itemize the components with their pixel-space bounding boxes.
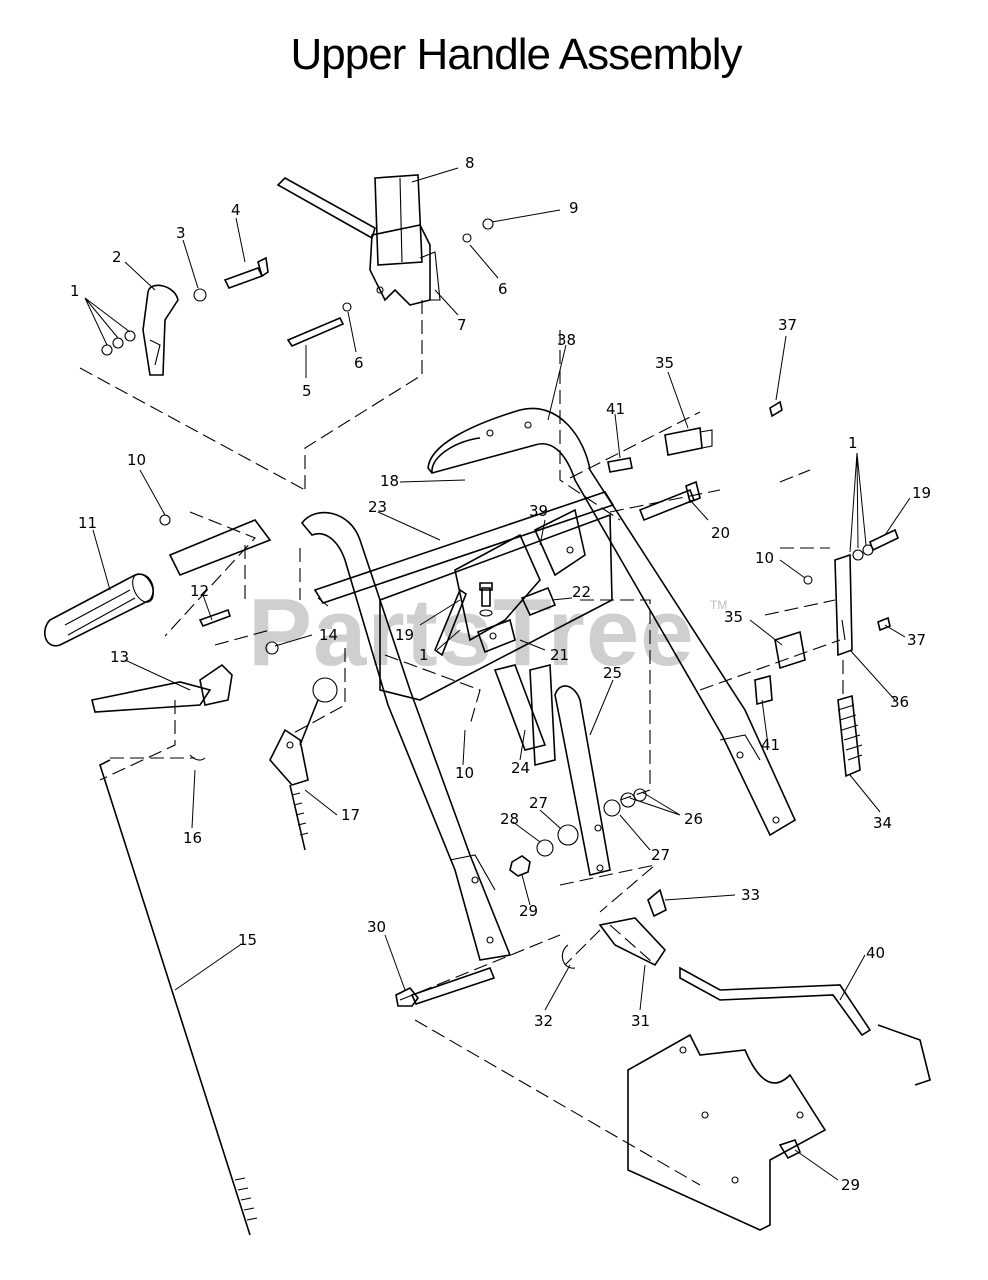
callout-27b: 27 <box>651 846 670 864</box>
callout-1c: 1 <box>419 646 429 664</box>
upper-bracket-group <box>276 174 494 347</box>
callout-9: 9 <box>569 199 579 217</box>
callout-41b: 41 <box>761 736 780 754</box>
bail-lever <box>91 641 279 713</box>
callout-1b: 1 <box>848 434 858 452</box>
callout-24: 24 <box>511 759 530 777</box>
callout-37b: 37 <box>907 631 926 649</box>
assembly-guide-lines <box>79 300 844 1186</box>
callout-41a: 41 <box>606 400 625 418</box>
switch-assembly-top <box>607 400 783 522</box>
callout-4: 4 <box>231 201 241 219</box>
base-plate <box>627 1033 827 1231</box>
callout-11: 11 <box>78 514 97 532</box>
callout-20: 20 <box>711 524 730 542</box>
callout-37a: 37 <box>778 316 797 334</box>
callout-22: 22 <box>572 583 591 601</box>
watermark-trademark: TM <box>710 598 728 612</box>
callout-19b: 19 <box>395 626 414 644</box>
callout-labels: 1 2 3 4 8 9 6 7 5 6 38 37 35 41 10 18 23… <box>70 154 931 1194</box>
callout-leaders <box>84 167 911 1181</box>
handle-grip <box>44 514 272 647</box>
callout-38: 38 <box>557 331 576 349</box>
shift-rod <box>99 754 258 1236</box>
callout-1: 1 <box>70 282 80 300</box>
callout-21: 21 <box>550 646 569 664</box>
callout-40: 40 <box>866 944 885 962</box>
callout-15: 15 <box>238 931 257 949</box>
callout-34: 34 <box>873 814 892 832</box>
callout-25: 25 <box>603 664 622 682</box>
callout-10c: 10 <box>455 764 474 782</box>
callout-33: 33 <box>741 886 760 904</box>
callout-16: 16 <box>183 829 202 847</box>
callout-29b: 29 <box>841 1176 860 1194</box>
callout-32: 32 <box>534 1012 553 1030</box>
callout-3: 3 <box>176 224 186 242</box>
callout-10a: 10 <box>127 451 146 469</box>
callout-2: 2 <box>112 248 122 266</box>
callout-18: 18 <box>380 472 399 490</box>
watermark: PartsTree <box>248 579 695 686</box>
callout-35a: 35 <box>655 354 674 372</box>
page-title: Upper Handle Assembly <box>290 30 742 79</box>
callout-8: 8 <box>465 154 475 172</box>
callout-31: 31 <box>631 1012 650 1030</box>
callout-30: 30 <box>367 918 386 936</box>
callout-7: 7 <box>457 316 467 334</box>
callout-27a: 27 <box>529 794 548 812</box>
cross-bar <box>313 491 615 701</box>
callout-6b: 6 <box>354 354 364 372</box>
callout-12: 12 <box>190 582 209 600</box>
callout-17: 17 <box>341 806 360 824</box>
hardware-stack <box>395 788 931 1086</box>
upper-handle-bar <box>427 407 797 837</box>
callout-10b: 10 <box>755 549 774 567</box>
callout-35b: 35 <box>724 608 743 626</box>
callout-6a: 6 <box>498 280 508 298</box>
drive-levers <box>493 663 611 876</box>
callout-39: 39 <box>529 502 548 520</box>
callout-26: 26 <box>684 810 703 828</box>
control-bracket <box>434 508 586 657</box>
callout-36: 36 <box>890 693 909 711</box>
callout-19a: 19 <box>912 484 931 502</box>
callout-23: 23 <box>368 498 387 516</box>
callout-28: 28 <box>500 810 519 828</box>
callout-5: 5 <box>302 382 312 400</box>
control-lever-group <box>101 256 269 376</box>
switch-assembly-right <box>754 528 900 778</box>
callout-13: 13 <box>110 648 129 666</box>
lower-handle-bar <box>300 511 512 961</box>
shift-bracket <box>269 677 338 851</box>
callout-14: 14 <box>319 626 338 644</box>
callout-29a: 29 <box>519 902 538 920</box>
